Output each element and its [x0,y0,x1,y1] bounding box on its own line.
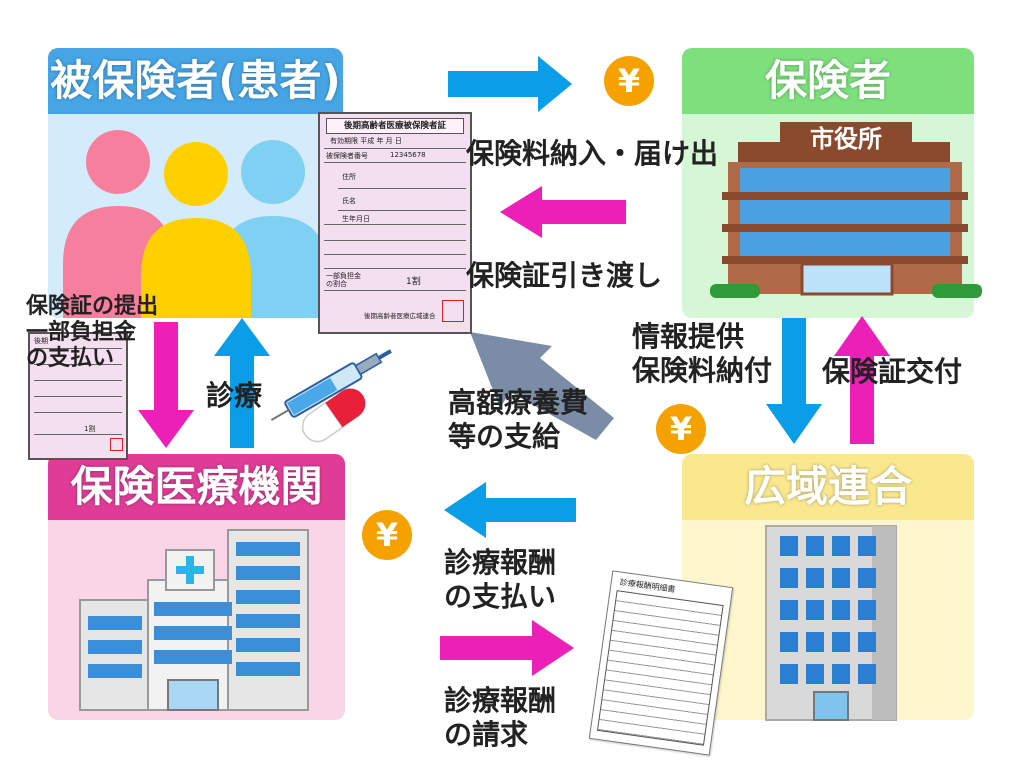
insurance-card-image: 後期高齢者医療被保険者証 有効期限 平成 年 月 日 被保険者番号 123456… [318,112,472,334]
card-birth-label: 生年月日 [342,215,370,223]
label-treatment: 診療 [206,379,263,412]
card-issuer: 後期高齢者医療広域連合 [364,312,436,320]
arrow-fee-payment-left [444,482,576,538]
insured-panel: 被保険者(患者) [48,48,343,318]
arrow-fee-claim-right [440,620,574,676]
people-icon [63,130,328,318]
union-header: 広域連合 [682,454,974,520]
label-card-submit: 保険証の提出 一部負担金 の支払い [26,294,159,371]
arrow-info-down [766,318,822,444]
card-address-label: 住所 [342,173,356,181]
card-title: 後期高齢者医療被保険者証 [326,118,464,134]
label-premium-notify: 保険料納入・届け出 [466,137,719,170]
yen-coin-icon: ¥ [656,404,706,454]
receipt-image: 診療報酬明細書 [588,570,734,756]
arrow-premium-right [448,56,572,112]
hospital-panel: 保険医療機関 [48,454,345,720]
small-card-seal-icon [110,438,123,451]
city-hall-icon [710,122,982,298]
label-fee-payment: 診療報酬 の支払い [444,546,557,613]
card-name-label: 氏名 [342,197,356,205]
small-insurance-card-image: 後期 1割 [28,332,128,460]
city-hall-sign: 市役所 [810,125,882,153]
label-info-provision: 情報提供 保険料納付 [632,320,773,387]
card-rate: 1割 [406,277,421,287]
syringe-icon [270,349,392,421]
arrow-card-submit-down [138,322,194,448]
label-high-cost: 高額療養費 等の支給 [448,386,589,453]
arrow-card-left [500,186,626,238]
arrow-treatment-up [214,318,270,448]
card-number-label: 被保険者番号 [326,152,368,160]
label-card-issue: 保険証交付 [822,355,963,388]
label-fee-claim: 診療報酬 の請求 [444,684,557,751]
small-card-rate: 1割 [84,425,96,433]
card-number: 12345678 [390,151,426,159]
hospital-header: 保険医療機関 [48,454,345,520]
card-seal-icon [442,300,464,322]
arrow-high-cost [470,332,614,440]
hospital-building-icon [79,529,309,711]
yen-coin-icon: ¥ [362,510,412,560]
card-validity: 有効期限 平成 年 月 日 [330,137,402,145]
card-rate-label: 一部負担金の割合 [326,272,361,288]
label-card-delivery: 保険証引き渡し [466,259,663,292]
pill-icon [301,388,366,443]
insured-header: 被保険者(患者) [48,48,343,114]
yen-coin-icon: ¥ [604,56,654,106]
small-card-header: 後期 [34,337,48,345]
arrow-card-issue-up [834,316,890,444]
insurer-header: 保険者 [682,48,974,114]
office-building-icon [765,525,897,721]
insurer-panel: 保険者 市役所 [682,48,982,318]
